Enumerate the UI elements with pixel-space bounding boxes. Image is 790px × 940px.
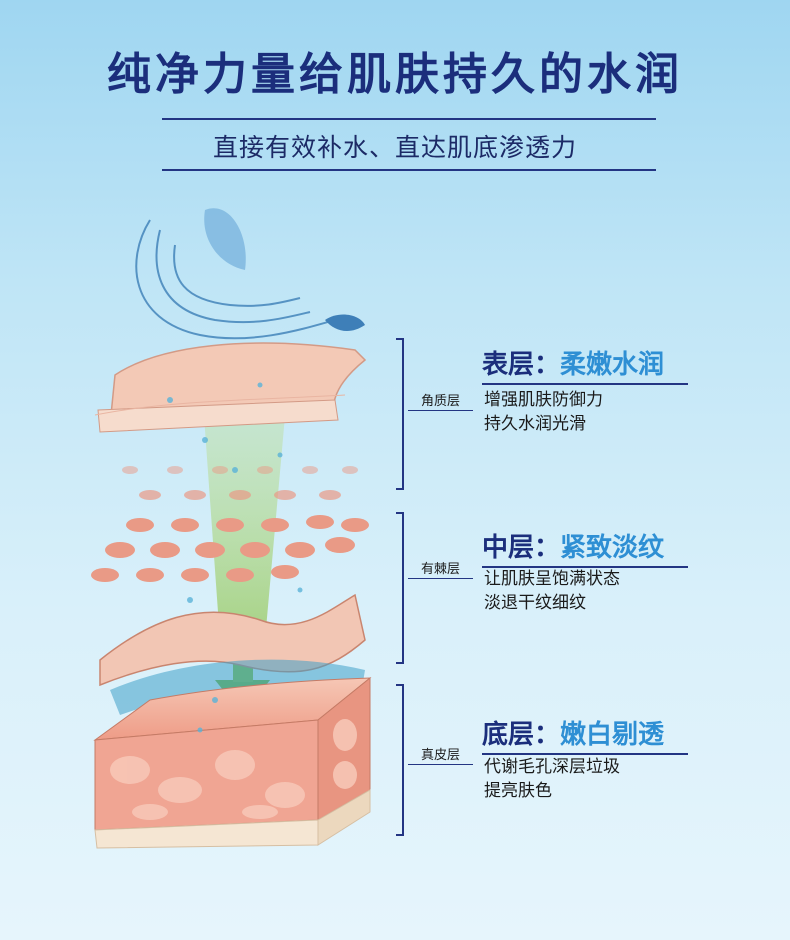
description-line: 提亮肤色 [484, 781, 552, 801]
water-droplets [167, 382, 303, 733]
bracket-layer-3 [396, 684, 404, 836]
tag-underline [408, 578, 473, 579]
description-line: 让肌肤呈饱满状态 [484, 569, 620, 589]
layer-heading: 表层：柔嫩水润 [482, 344, 688, 385]
layer-heading-main: 底层： [482, 720, 561, 750]
dermis-cube [93, 676, 372, 849]
wind-swirl [135, 219, 336, 340]
layer-description: 代谢毛孔深层垃圾 提亮肤色 [484, 755, 620, 803]
layer-tag: 真皮层 [420, 748, 460, 763]
leaf-icon [325, 314, 365, 332]
description-line: 代谢毛孔深层垃圾 [484, 757, 620, 777]
page-title: 纯净力量给肌肤持久的水润 [107, 49, 683, 100]
description-line: 持久水润光滑 [484, 414, 586, 434]
description-line: 淡退干纹细纹 [484, 593, 586, 613]
tag-underline [408, 410, 473, 411]
layer-description: 让肌肤呈饱满状态 淡退干纹细纹 [484, 567, 620, 615]
layer-heading-accent: 紧致淡纹 [560, 533, 665, 563]
stratum-corneum-layer [94, 342, 367, 433]
tag-underline [408, 764, 473, 765]
description-line: 增强肌肤防御力 [484, 390, 603, 410]
layer-tag: 有棘层 [420, 562, 460, 577]
title-rule-bottom [162, 169, 656, 171]
title-rule-top [162, 118, 656, 120]
layer-tag: 角质层 [420, 394, 460, 409]
absorption-beam [200, 360, 290, 640]
bracket-layer-1 [396, 338, 404, 490]
bracket-layer-2 [396, 512, 404, 664]
layer-heading: 底层：嫩白剔透 [482, 714, 688, 755]
layer-description: 增强肌肤防御力 持久水润光滑 [484, 388, 603, 436]
layer-heading-accent: 嫩白剔透 [560, 720, 665, 750]
spinous-cells [91, 466, 369, 582]
layer-heading-main: 表层： [482, 350, 561, 380]
leaf-icon [204, 208, 246, 270]
layer-heading: 中层：紧致淡纹 [482, 527, 688, 568]
layer-heading-accent: 柔嫩水润 [560, 350, 665, 380]
page-subtitle: 直接有效补水、直达肌底渗透力 [212, 133, 577, 162]
layer-heading-main: 中层： [482, 533, 561, 563]
